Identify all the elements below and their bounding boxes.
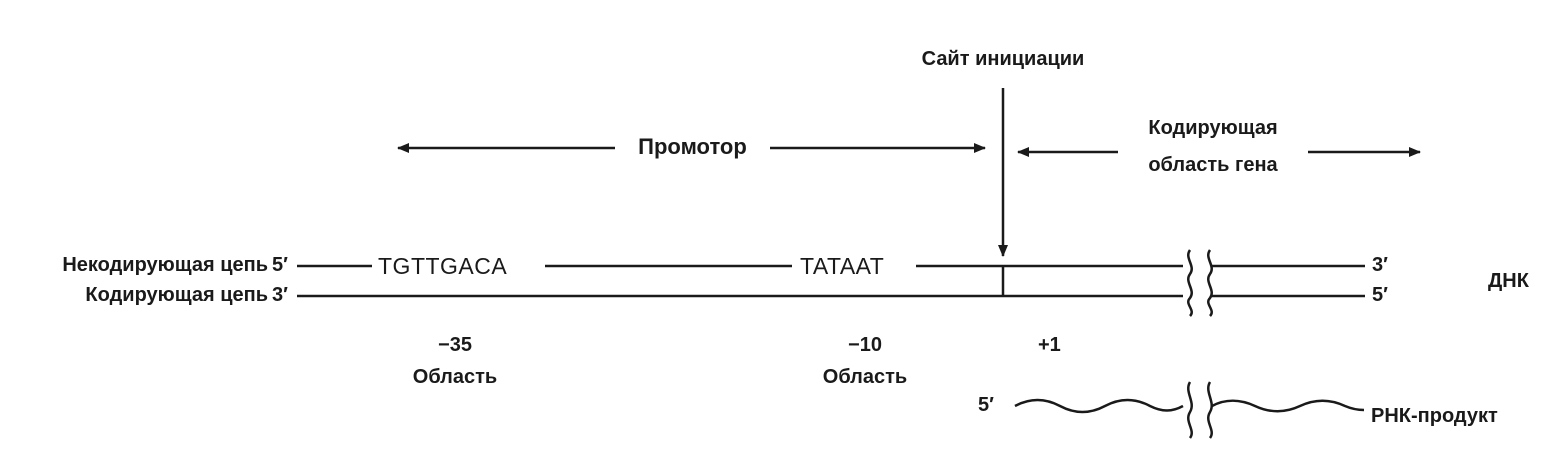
coding-strand-5prime: 5′ — [1372, 284, 1388, 306]
dna-label: ДНК — [1488, 270, 1529, 292]
noncoding-strand-5prime: 5′ — [272, 254, 288, 276]
coding-region-label-line2: область гена — [1148, 154, 1278, 176]
coding-region-label-line1: Кодирующая — [1148, 117, 1278, 139]
minus10-sequence: TATAAT — [800, 253, 885, 279]
promoter-label: Промотор — [638, 134, 747, 159]
minus35-region-label: Область — [412, 366, 498, 388]
rna-product-line — [1014, 398, 1365, 414]
rna-break-mark — [1187, 381, 1213, 439]
initiation-site-label: Сайт инициации — [921, 48, 1085, 70]
minus35-sequence: TGTTGACA — [378, 253, 508, 279]
plus1-label: +1 — [1038, 334, 1061, 356]
minus10-region-label: Область — [822, 366, 908, 388]
dna-break-mark — [1187, 249, 1213, 317]
minus10-number: −10 — [848, 334, 882, 356]
noncoding-strand-3prime: 3′ — [1372, 254, 1388, 276]
noncoding-strand-label: Некодирующая цепь — [62, 254, 268, 276]
coding-strand-3prime: 3′ — [272, 284, 288, 306]
coding-strand-label: Кодирующая цепь — [85, 284, 268, 306]
rna-5prime: 5′ — [978, 394, 994, 416]
rna-product-label: РНК-продукт — [1371, 405, 1498, 427]
minus35-number: −35 — [438, 334, 472, 356]
